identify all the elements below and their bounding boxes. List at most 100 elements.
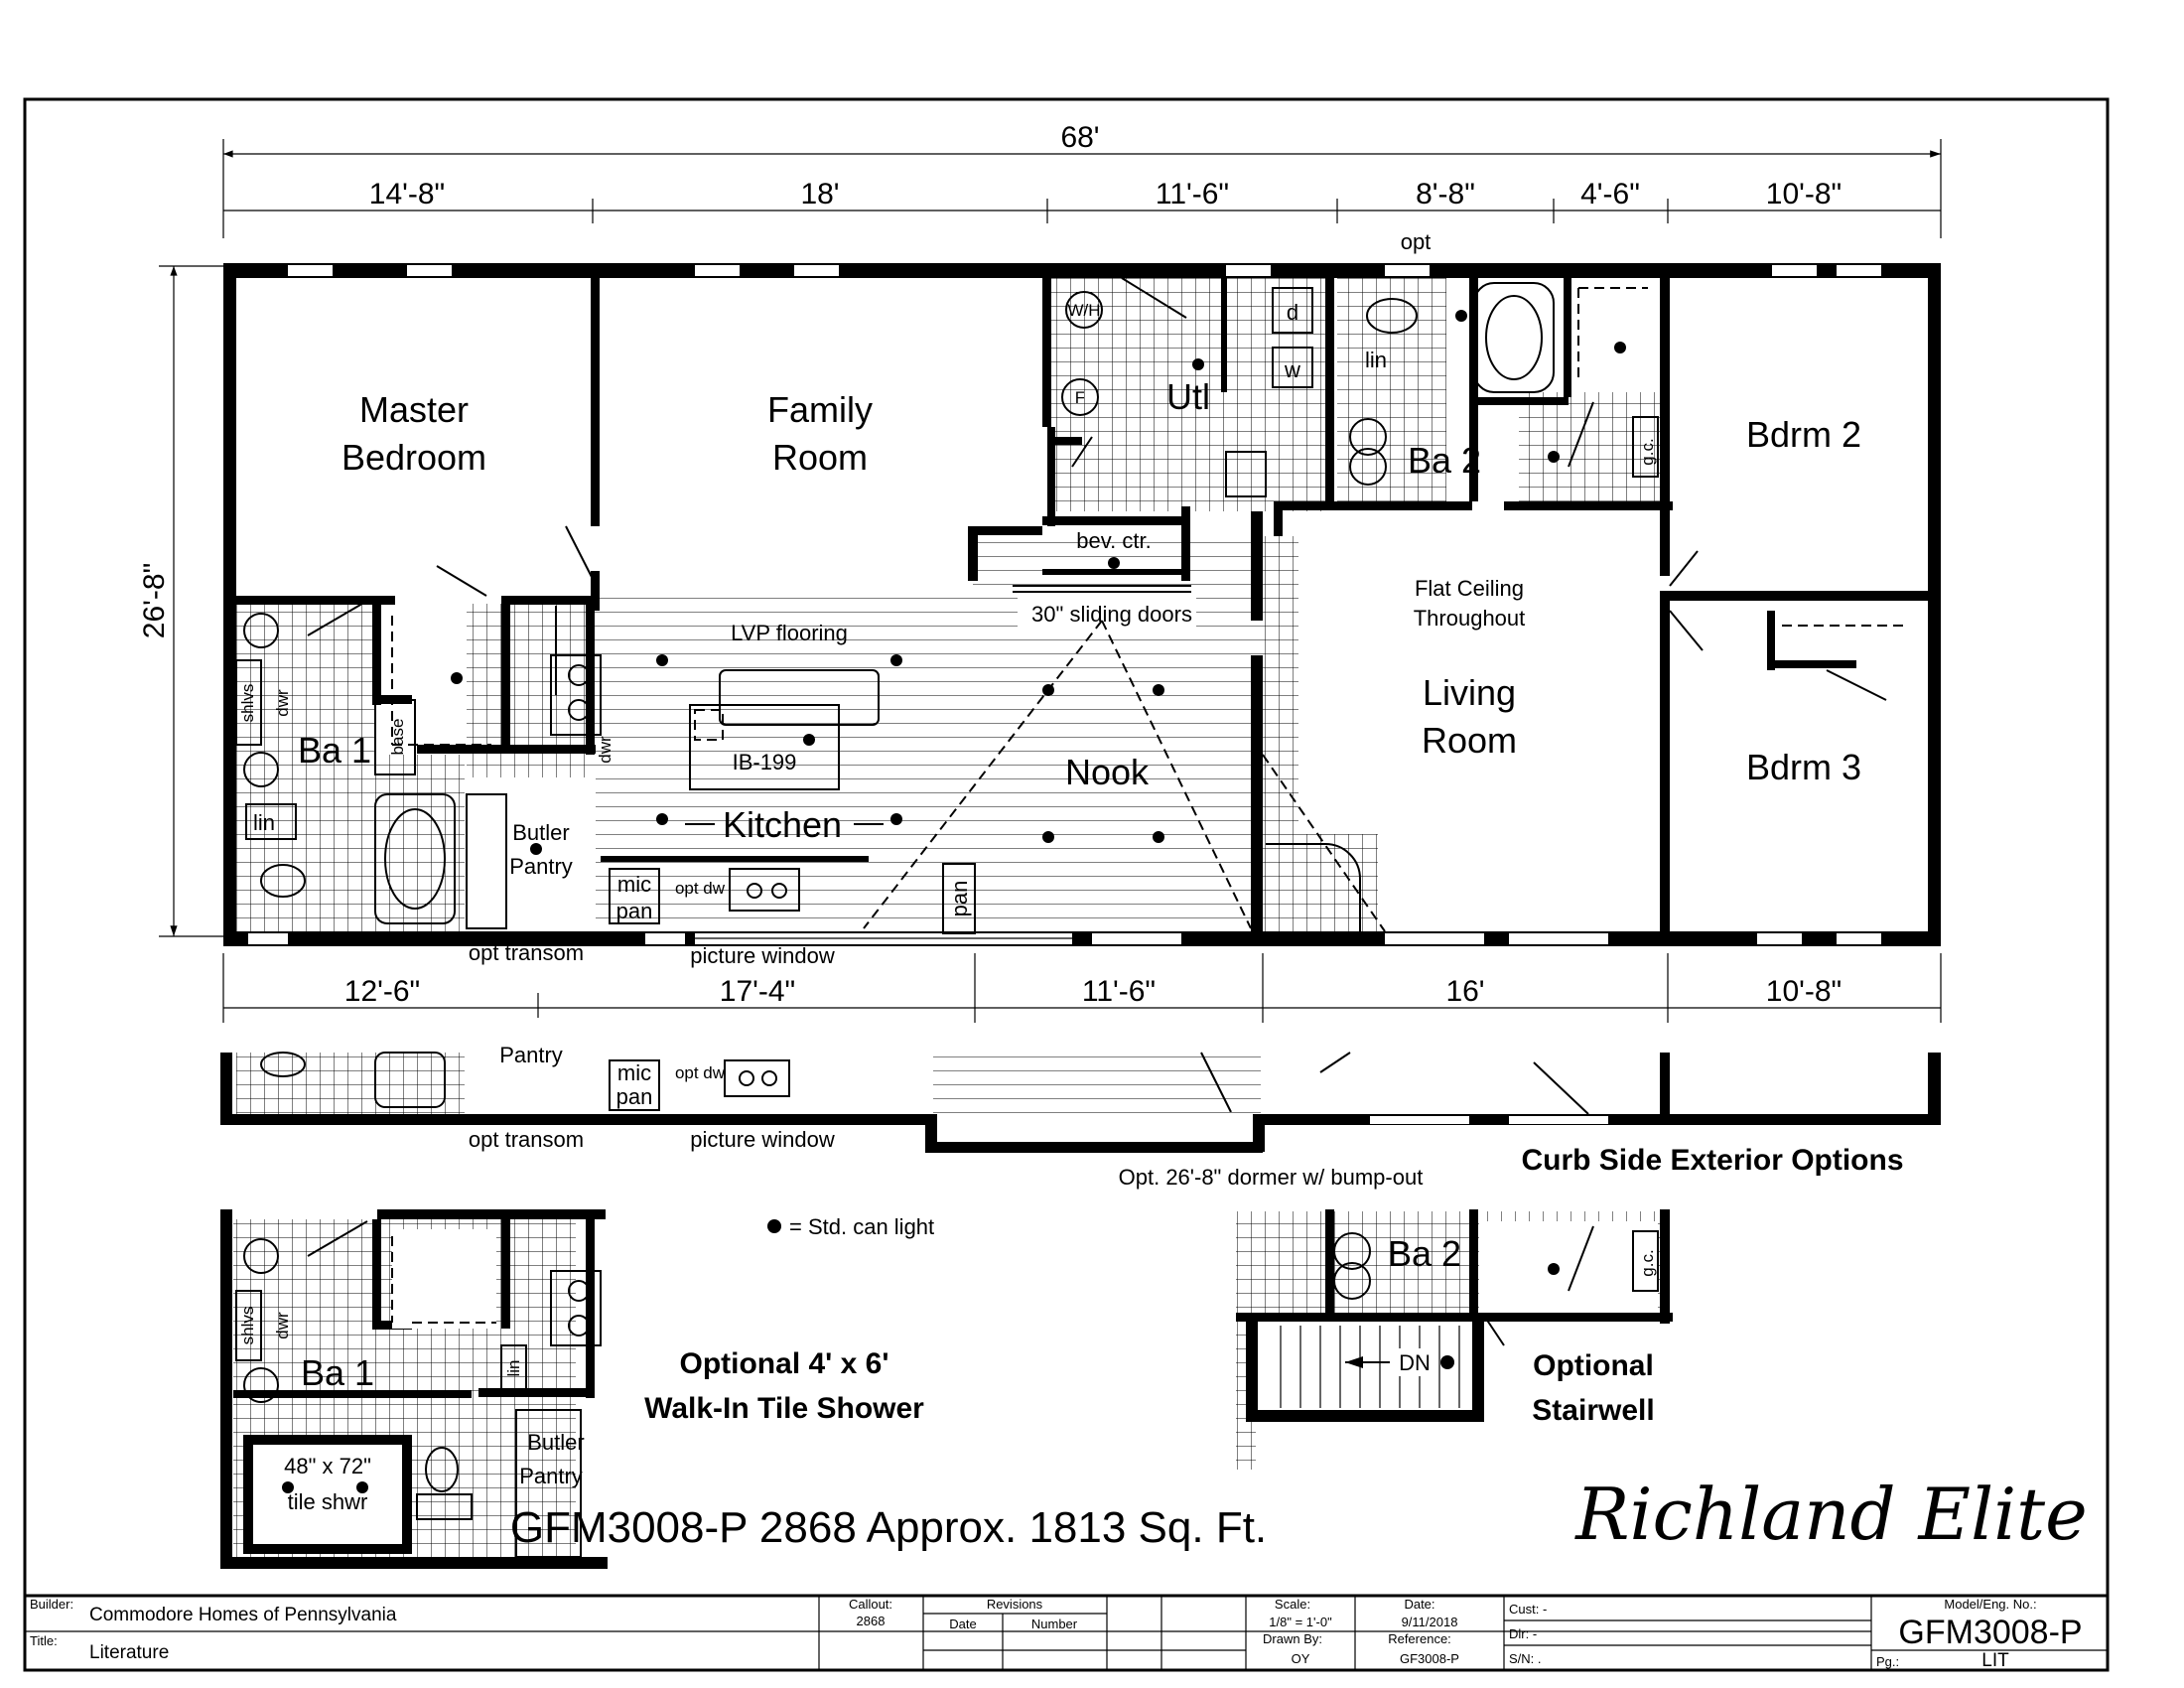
stair-option-ba2: Ba 2 [1388, 1233, 1461, 1274]
svg-text:base: base [388, 719, 407, 756]
svg-text:g.c.: g.c. [1638, 1249, 1657, 1276]
svg-text:Builder:: Builder: [30, 1597, 73, 1612]
svg-text:Opt. 26'-8" dormer w/ bump-out: Opt. 26'-8" dormer w/ bump-out [1119, 1165, 1424, 1190]
svg-text:dwr: dwr [273, 689, 292, 717]
main-floor-plan: W/H F d w Utl bev. ctr. 30" sliding door… [223, 229, 1941, 968]
bottom-dimensions: 12'-6" 17'-4" 11'-6" 16' 10'-8" [222, 953, 1942, 1023]
svg-text:lin: lin [1365, 348, 1387, 372]
svg-text:mic: mic [617, 1060, 651, 1085]
room-ba2: Ba 2 [1408, 440, 1481, 481]
dim-bottom-3: 11'-6" [1082, 975, 1156, 1008]
svg-text:Throughout: Throughout [1414, 606, 1526, 631]
svg-text:pan: pan [616, 899, 653, 923]
svg-text:LVP flooring: LVP flooring [731, 621, 848, 645]
svg-text:W/H: W/H [1067, 301, 1100, 320]
room-bdrm3: Bdrm 3 [1746, 747, 1861, 787]
svg-text:w: w [1284, 357, 1300, 382]
svg-text:48" x 72": 48" x 72" [284, 1454, 371, 1478]
svg-text:opt transom: opt transom [469, 1127, 584, 1152]
svg-text:picture window: picture window [690, 1127, 835, 1152]
svg-text:opt dw: opt dw [675, 879, 726, 898]
stair-option-title-1: Optional [1533, 1349, 1654, 1382]
svg-text:lin: lin [253, 810, 275, 835]
svg-text:Pantry: Pantry [519, 1464, 583, 1488]
room-nook: Nook [1065, 752, 1150, 792]
top-dimensions: 68' 14'-8" 18' 11'-6" 8'-8" 4'-6" 10'-8" [222, 121, 1942, 238]
dim-bottom-2: 17'-4" [720, 975, 795, 1008]
dim-bottom-5: 10'-8" [1766, 975, 1842, 1008]
svg-text:Scale:: Scale: [1275, 1597, 1310, 1612]
side-dimension: 26'-8" [138, 265, 228, 937]
room-utl: Utl [1166, 376, 1210, 417]
curb-side-exterior-option: mic pan opt dw Pantry opt transom pictur… [220, 1043, 1941, 1190]
dim-top-2: 18' [800, 178, 839, 211]
room-family-1: Family [767, 389, 873, 430]
svg-text:1/8" = 1'-0": 1/8" = 1'-0" [1269, 1615, 1332, 1629]
svg-text:opt dw: opt dw [675, 1063, 726, 1082]
svg-text:dwr: dwr [273, 1312, 292, 1339]
svg-text:bev. ctr.: bev. ctr. [1076, 528, 1151, 553]
svg-text:opt: opt [1401, 229, 1432, 254]
svg-text:pan: pan [616, 1084, 653, 1109]
dim-top-3: 11'-6" [1156, 178, 1229, 211]
dim-top-6: 10'-8" [1766, 178, 1842, 211]
svg-text:Date:: Date: [1404, 1597, 1434, 1612]
room-master-2: Bedroom [341, 437, 486, 478]
dim-bottom-4: 16' [1445, 975, 1484, 1008]
svg-text:F: F [1075, 388, 1085, 407]
legend-can-light: = Std. can light [789, 1214, 934, 1239]
svg-text:Reference:: Reference: [1388, 1631, 1451, 1646]
svg-text:Revisions: Revisions [987, 1597, 1043, 1612]
walk-in-shower-option: shlvs dwr Ba 1 48" x 72" tile shwr lin B… [220, 1209, 924, 1569]
room-living-1: Living [1423, 672, 1516, 713]
svg-text:30" sliding doors: 30" sliding doors [1031, 602, 1192, 627]
overall-dimension: 68' [1060, 121, 1099, 154]
svg-text:Callout:: Callout: [849, 1597, 892, 1612]
dim-top-1: 14'-8" [369, 178, 445, 211]
svg-text:Dlr: -: Dlr: - [1509, 1626, 1537, 1641]
svg-text:Flat Ceiling: Flat Ceiling [1415, 576, 1524, 601]
svg-text:Number: Number [1031, 1617, 1078, 1631]
svg-text:shlvs: shlvs [238, 684, 257, 723]
brand-name: Richland Elite [1573, 1473, 2087, 1556]
svg-text:Butler: Butler [527, 1430, 584, 1455]
svg-text:Model/Eng. No.:: Model/Eng. No.: [1944, 1597, 2036, 1612]
legend: = Std. can light [767, 1214, 934, 1239]
svg-text:Pg.:: Pg.: [1876, 1654, 1899, 1669]
title-block: Builder: Commodore Homes of Pennsylvania… [23, 1594, 2110, 1672]
room-family-2: Room [772, 437, 868, 478]
svg-text:shlvs: shlvs [238, 1307, 257, 1345]
svg-text:GF3008-P: GF3008-P [1400, 1651, 1459, 1666]
svg-text:Title:: Title: [30, 1633, 58, 1648]
model-line: GFM3008-P 2868 Approx. 1813 Sq. Ft. [510, 1503, 1267, 1552]
svg-text:picture window: picture window [690, 943, 835, 968]
svg-text:Pantry: Pantry [509, 854, 573, 879]
svg-text:9/11/2018: 9/11/2018 [1402, 1615, 1458, 1629]
model-number: GFM3008-P [1898, 1614, 2082, 1651]
svg-text:pan: pan [947, 881, 972, 917]
sheet-title: Literature [89, 1642, 169, 1663]
svg-text:mic: mic [617, 872, 651, 897]
svg-text:Date: Date [949, 1617, 976, 1631]
dim-bottom-1: 12'-6" [344, 975, 420, 1008]
shower-option-title-2: Walk-In Tile Shower [644, 1392, 924, 1425]
svg-text:Pantry: Pantry [499, 1043, 563, 1067]
shower-option-ba1: Ba 1 [301, 1352, 374, 1393]
svg-text:LIT: LIT [1981, 1650, 2009, 1671]
dim-top-5: 4'-6" [1580, 178, 1640, 211]
room-kitchen: Kitchen [723, 804, 842, 845]
room-master-1: Master [359, 389, 469, 430]
svg-text:2868: 2868 [857, 1614, 886, 1628]
room-living-2: Room [1422, 720, 1517, 761]
can-lights [451, 310, 1626, 855]
svg-text:d: d [1287, 300, 1298, 325]
dim-top-4: 8'-8" [1416, 178, 1475, 211]
builder-name: Commodore Homes of Pennsylvania [89, 1605, 397, 1625]
stairwell-option: DN Ba 2 g.c. Optional Stairwell [1236, 1209, 1673, 1470]
svg-text:DN: DN [1399, 1350, 1431, 1375]
svg-text:dwr: dwr [596, 736, 614, 764]
room-ba1: Ba 1 [298, 730, 371, 771]
svg-text:OY: OY [1292, 1651, 1310, 1666]
svg-text:Drawn By:: Drawn By: [1263, 1631, 1322, 1646]
